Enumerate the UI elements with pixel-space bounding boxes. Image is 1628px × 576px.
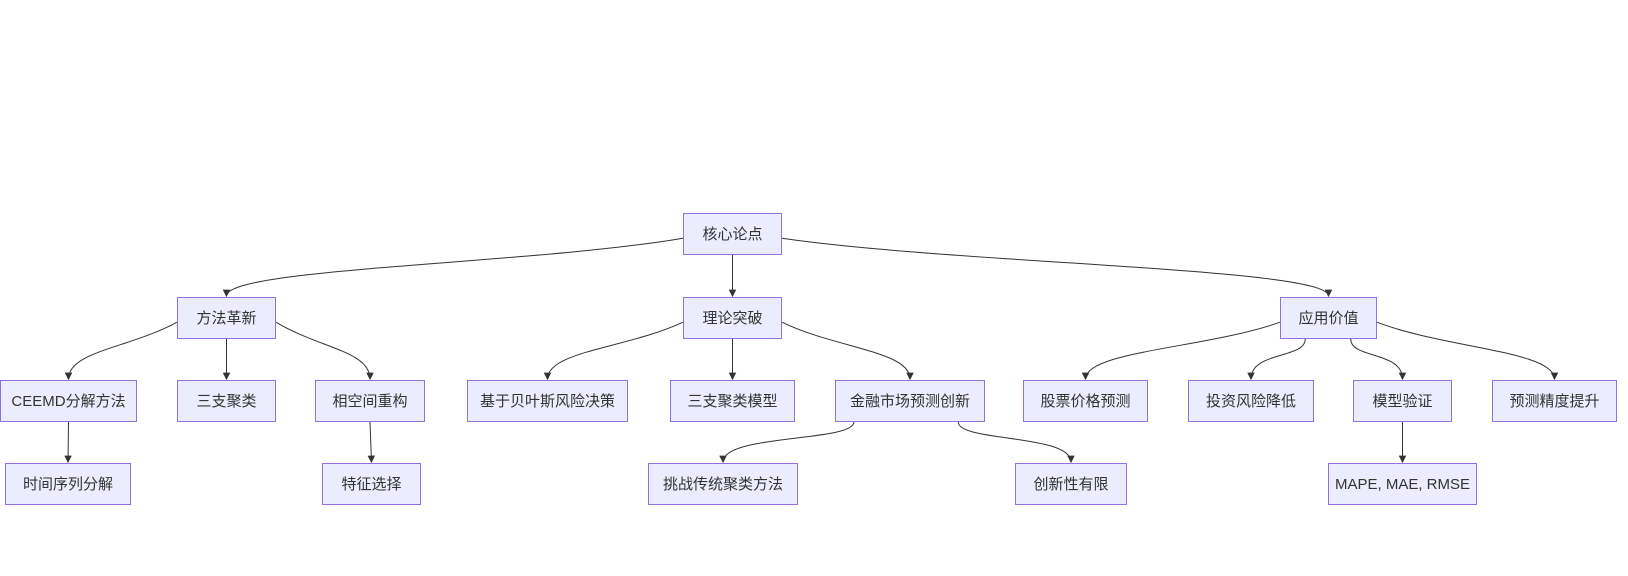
edge-core-to-method	[222, 237, 684, 298]
edge-application-to-accuracy	[1376, 321, 1559, 381]
node-label: 金融市场预测创新	[849, 392, 970, 410]
flowchart-node-theory: 理论突破	[683, 297, 782, 339]
flowchart-node-validation: 模型验证	[1353, 380, 1452, 422]
flowchart-node-bayes: 基于贝叶斯风险决策	[467, 380, 628, 422]
flowchart-node-metrics: MAPE, MAE, RMSE	[1328, 463, 1477, 505]
edge-core-to-application	[781, 237, 1333, 298]
flowchart-node-limited: 创新性有限	[1015, 463, 1127, 505]
node-label: 三支聚类模型	[687, 392, 778, 410]
node-label: 相空间重构	[332, 392, 408, 410]
flowchart-node-ts_decomp: 时间序列分解	[5, 463, 131, 505]
flowchart-node-twc_model: 三支聚类模型	[670, 380, 795, 422]
edge-fin_innov-to-limited	[957, 421, 1075, 464]
node-label: 三支聚类	[196, 392, 257, 410]
flowchart-node-three_way: 三支聚类	[177, 380, 276, 422]
edge-application-to-stock	[1081, 321, 1281, 381]
edge-application-to-validation	[1350, 338, 1407, 381]
edge-ceemd-to-ts_decomp	[64, 421, 72, 464]
flowchart-node-ceemd: CEEMD分解方法	[0, 380, 137, 422]
node-label: 理论突破	[702, 309, 763, 327]
node-label: MAPE, MAE, RMSE	[1334, 475, 1471, 493]
node-label: 股票价格预测	[1040, 392, 1131, 410]
flowchart-node-fin_innov: 金融市场预测创新	[835, 380, 985, 422]
flowchart-node-feature: 特征选择	[322, 463, 421, 505]
edge-method-to-ceemd	[64, 321, 178, 381]
node-label: 挑战传统聚类方法	[662, 475, 783, 493]
edge-fin_innov-to-challenge	[719, 421, 855, 464]
flowchart-node-accuracy: 预测精度提升	[1492, 380, 1617, 422]
flowchart-node-stock: 股票价格预测	[1023, 380, 1148, 422]
node-label: 预测精度提升	[1509, 392, 1600, 410]
edge-method-to-phase	[275, 321, 374, 381]
flowchart-node-risk: 投资风险降低	[1188, 380, 1314, 422]
edge-theory-to-bayes	[543, 321, 684, 381]
node-label: 应用价值	[1298, 309, 1359, 327]
node-label: 基于贝叶斯风险决策	[479, 392, 615, 410]
node-label: 投资风险降低	[1205, 392, 1296, 410]
flowchart-node-application: 应用价值	[1280, 297, 1377, 339]
edge-phase-to-feature	[367, 421, 376, 464]
flowchart-node-phase: 相空间重构	[315, 380, 425, 422]
node-label: CEEMD分解方法	[11, 392, 126, 410]
edge-application-to-risk	[1247, 338, 1306, 381]
node-label: 特征选择	[341, 475, 402, 493]
node-label: 模型验证	[1372, 392, 1433, 410]
edge-theory-to-fin_innov	[781, 321, 914, 381]
flowchart-node-method: 方法革新	[177, 297, 276, 339]
node-label: 创新性有限	[1033, 475, 1109, 493]
flowchart-node-challenge: 挑战传统聚类方法	[648, 463, 798, 505]
flowchart-node-core: 核心论点	[683, 213, 782, 255]
node-label: 核心论点	[702, 225, 763, 243]
node-label: 方法革新	[196, 309, 257, 327]
node-label: 时间序列分解	[22, 475, 113, 493]
